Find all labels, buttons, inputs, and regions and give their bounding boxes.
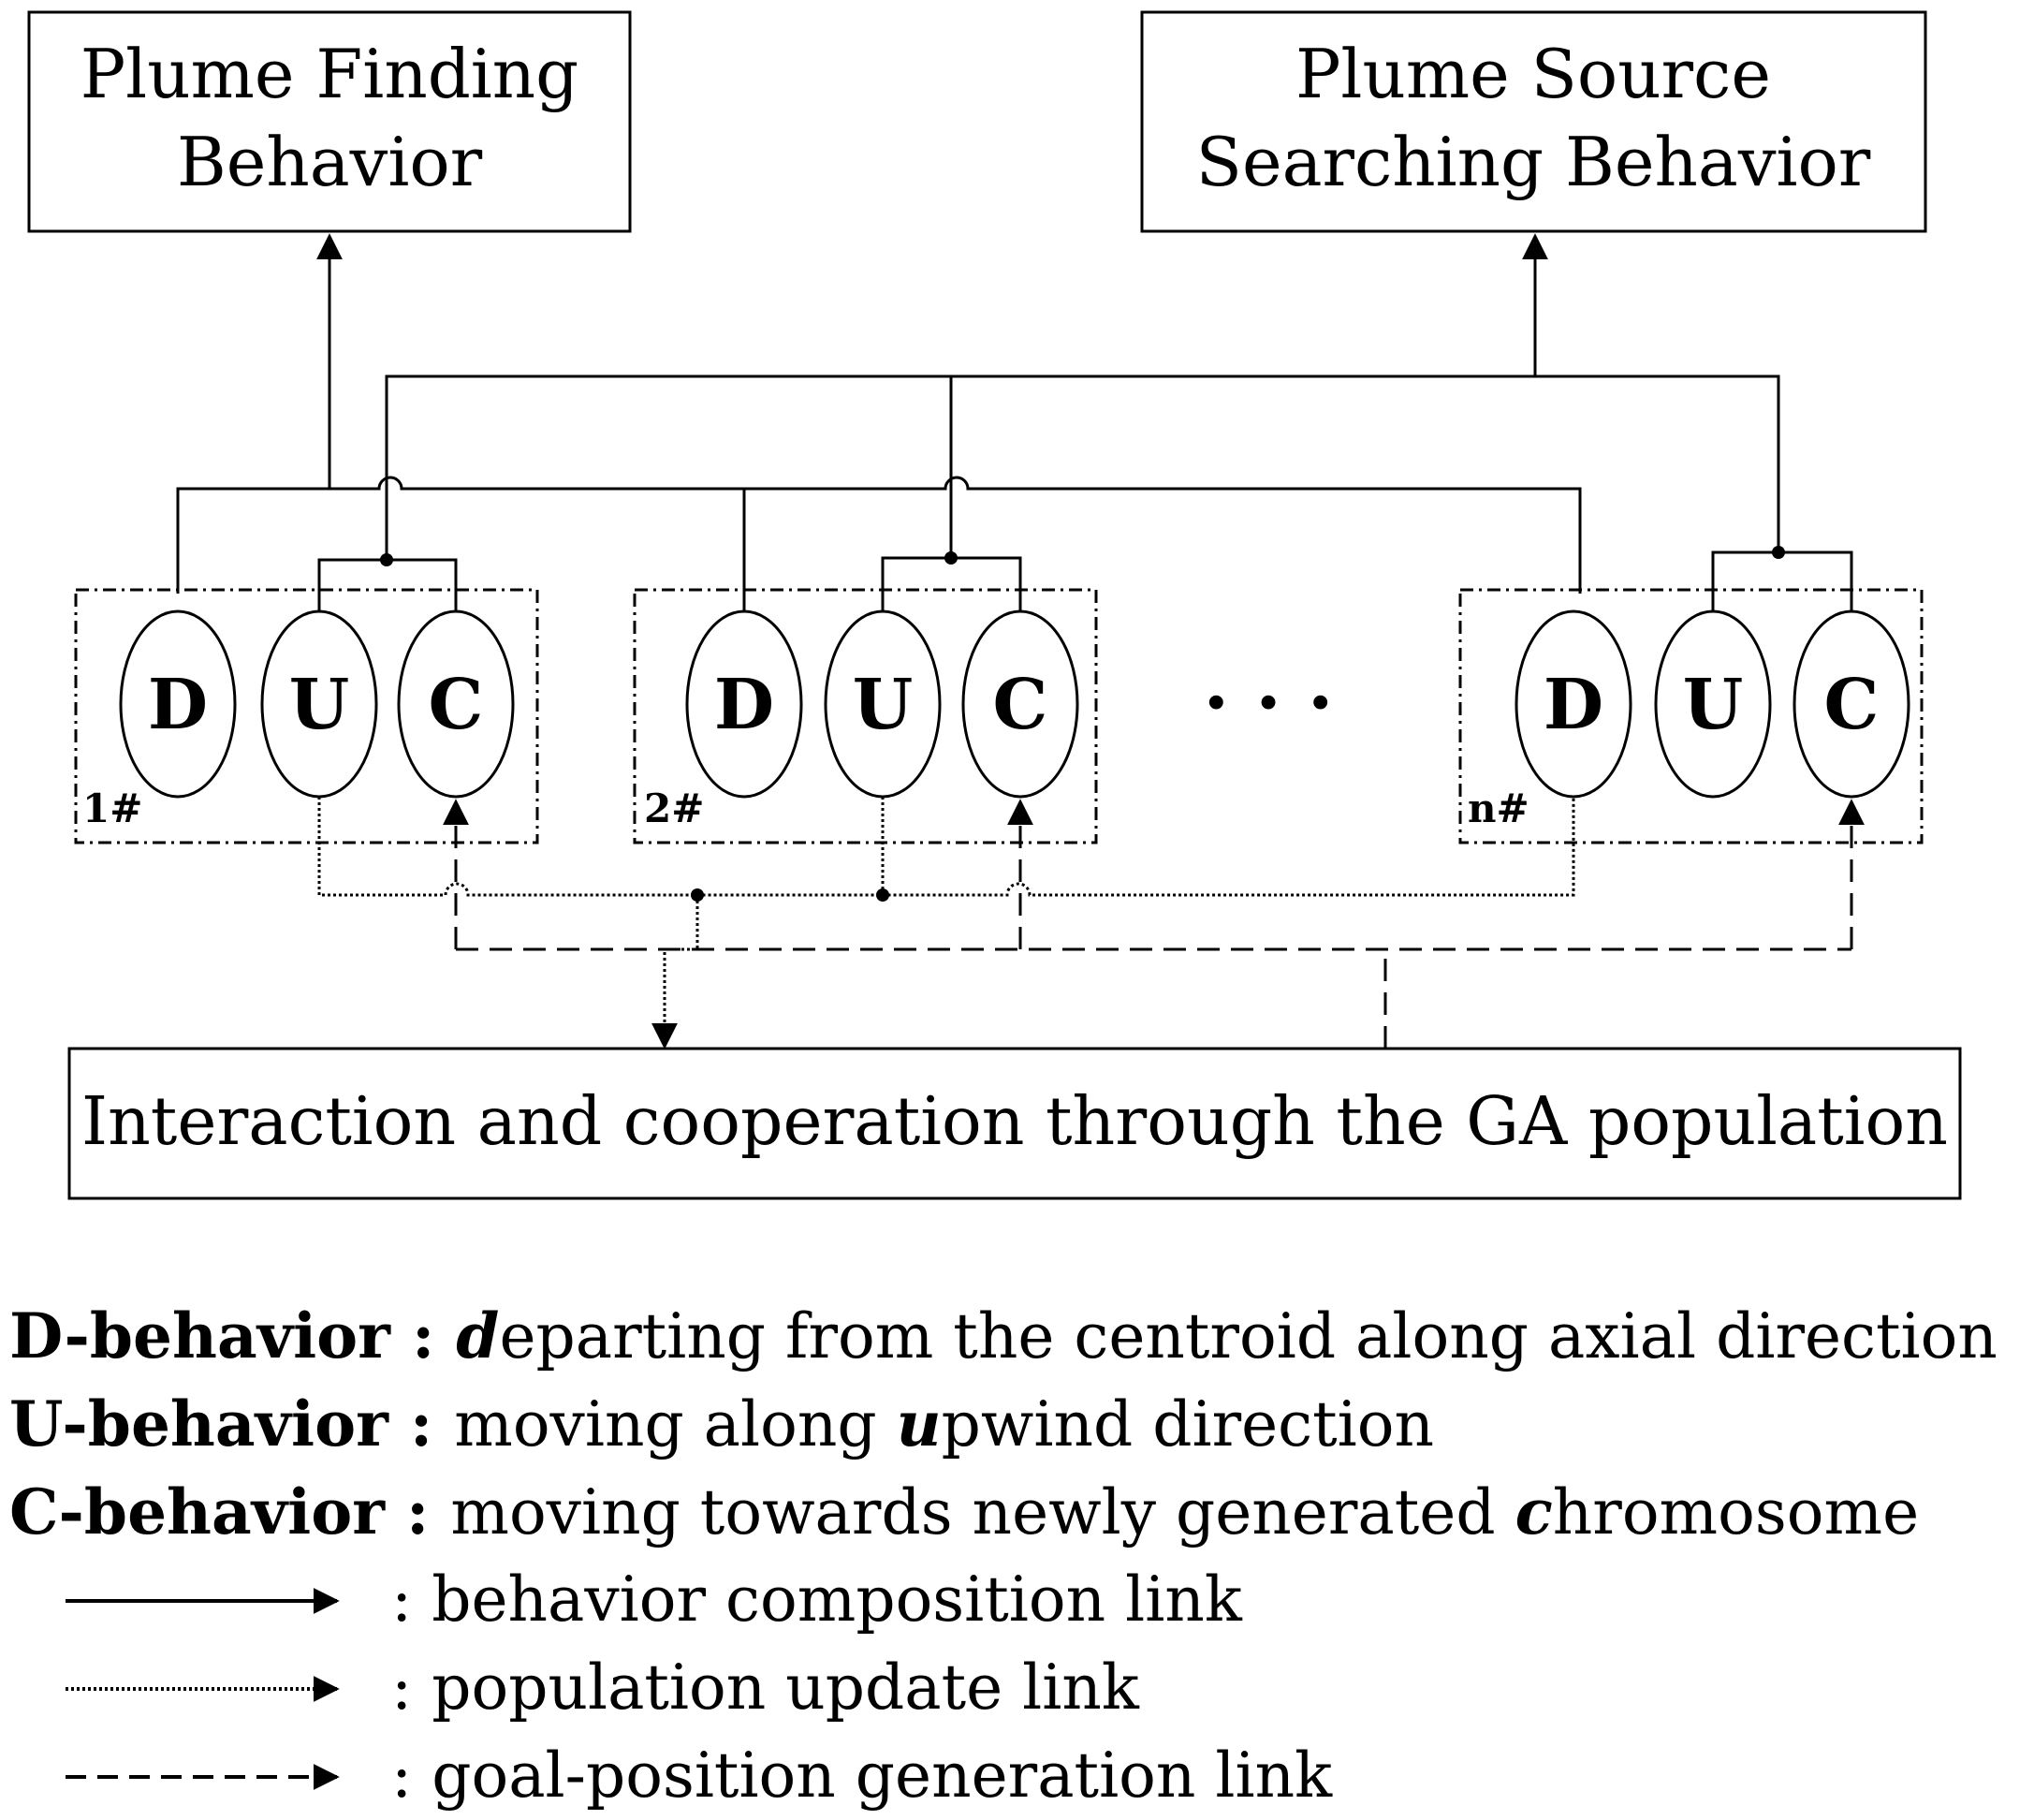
node-c-2 (961, 609, 1079, 799)
robot-id-1: 1# (82, 785, 142, 831)
plume-source-label-line2: Searching Behavior (1196, 123, 1871, 201)
legend-d-description: eparting from the centroid along axial d… (499, 1300, 1997, 1372)
legend-c-prefix: moving towards newly generated (450, 1476, 1515, 1548)
legend-d-letter: d (456, 1299, 500, 1372)
legend-c-label: C-behavior (9, 1475, 386, 1548)
legend-u-letter: u (896, 1387, 942, 1460)
node-d-2-letter: D (714, 665, 774, 745)
population-update-links (317, 797, 1575, 1049)
node-u-n (1654, 609, 1772, 799)
plume-finding-box: Plume Finding Behavior (27, 10, 632, 233)
node-c-2-letter: C (993, 665, 1048, 745)
key-solid-text: : behavior composition link (391, 1563, 1242, 1636)
node-d-1 (119, 609, 237, 799)
legend-d-label: D-behavior (9, 1299, 390, 1372)
node-u-1-letter: U (289, 665, 350, 745)
plume-source-box: Plume Source Searching Behavior (1140, 10, 1927, 233)
plume-finding-label-line1: Plume Finding (80, 35, 579, 113)
legend-c-behavior: C-behavior : moving towards newly genera… (9, 1481, 2034, 1544)
node-c-1 (397, 609, 515, 799)
node-c-n-letter: C (1824, 665, 1880, 745)
key-dotted-text: : population update link (391, 1651, 1139, 1724)
legend-c-colon: : (385, 1475, 451, 1548)
node-d-2 (685, 609, 803, 799)
legend-u-description: pwind direction (941, 1388, 1435, 1460)
behavior-nodes (119, 609, 1910, 799)
legend-c-letter: c (1515, 1475, 1553, 1548)
ga-population-label: Interaction and cooperation through the … (81, 1082, 1948, 1160)
legend-d-behavior: D-behavior : departing from the centroid… (9, 1305, 2034, 1368)
node-u-n-letter: U (1683, 665, 1744, 745)
legend-u-colon: : (388, 1387, 455, 1460)
legend-u-behavior: U-behavior : moving along upwind directi… (9, 1393, 2034, 1456)
more-robots-ellipsis: · · · (1203, 658, 1333, 746)
node-c-1-letter: C (429, 665, 484, 745)
goal-position-links (443, 799, 1865, 1049)
behavior-node-letters: D U C D U C D U C (148, 665, 1880, 745)
node-d-n (1515, 609, 1632, 799)
ga-population-box: Interaction and cooperation through the … (67, 1047, 1962, 1200)
node-d-n-letter: D (1544, 665, 1603, 745)
link-key-samples (66, 1588, 340, 1790)
robot-id-2: 2# (644, 785, 704, 831)
robot-id-n: n# (1468, 785, 1529, 831)
legend-d-colon: : (389, 1299, 457, 1372)
robot-ids: 1# 2# n# (82, 785, 1529, 831)
key-dashed-text: : goal-position generation link (391, 1739, 1333, 1812)
node-d-1-letter: D (148, 665, 208, 745)
legend-u-prefix: moving along (454, 1388, 897, 1460)
legend-c-description: hromosome (1552, 1476, 1920, 1548)
behavior-composition-links (176, 233, 1853, 616)
node-c-n (1793, 609, 1910, 799)
plume-finding-label-line2: Behavior (177, 123, 483, 201)
plume-source-label-line1: Plume Source (1295, 35, 1771, 113)
legend-u-label: U-behavior (9, 1387, 388, 1460)
node-u-2-letter: U (853, 665, 914, 745)
